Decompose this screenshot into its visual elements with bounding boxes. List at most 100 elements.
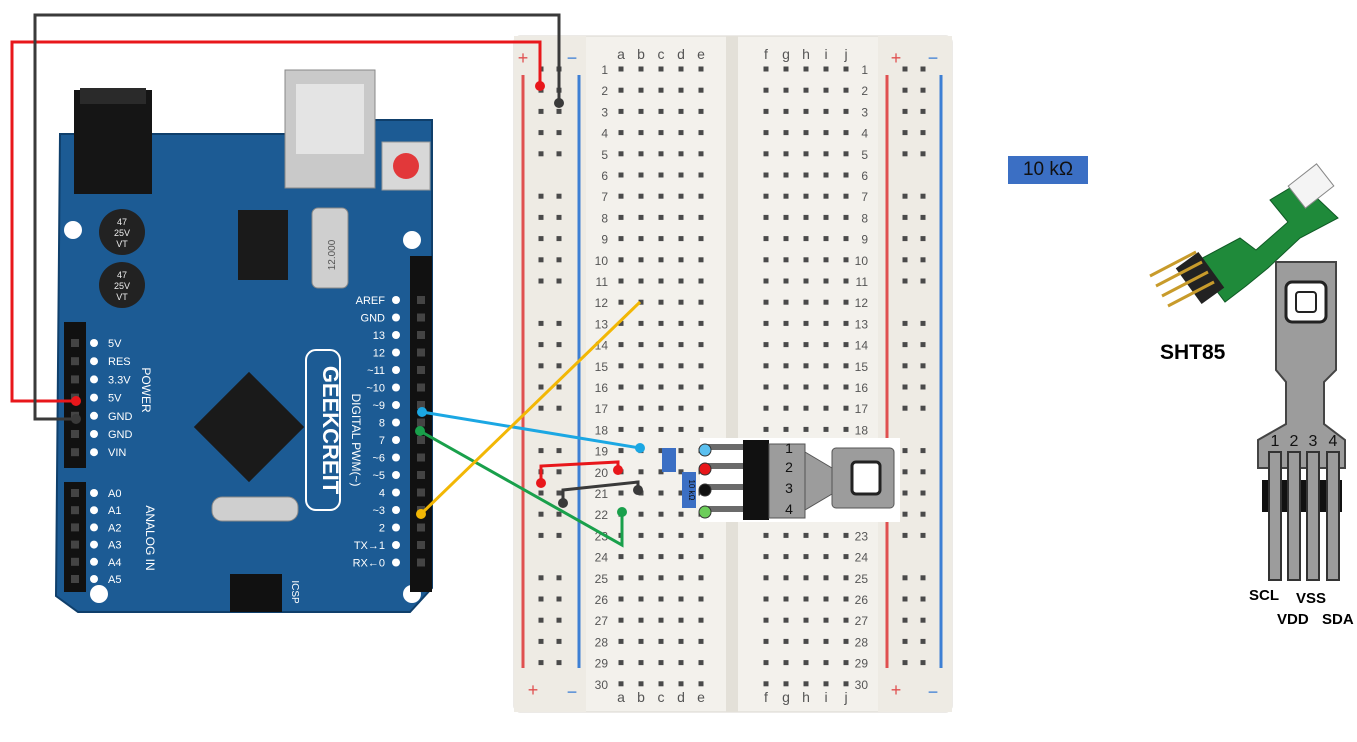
- hole: [823, 426, 829, 432]
- digital-pin-hole: [417, 296, 425, 304]
- row-number-right: 18: [855, 423, 869, 437]
- row-number-left: 27: [595, 614, 609, 628]
- hole: [763, 299, 769, 305]
- row-number-left: 15: [595, 360, 609, 374]
- hole: [638, 363, 644, 369]
- row-number-right: 3: [861, 105, 868, 119]
- hole: [698, 405, 704, 411]
- wire-black-jumper-end-b: [633, 485, 643, 495]
- wire-red-jumper-end-a: [536, 478, 546, 488]
- power-pin-pad: [90, 357, 98, 366]
- digital-pin-hole: [417, 558, 425, 567]
- analog-pin-pad: [90, 540, 98, 549]
- pin-name-scl: SCL: [1249, 587, 1279, 604]
- digital-pin-pad: [392, 506, 400, 514]
- analog-pin-label: A5: [108, 574, 121, 586]
- hole: [783, 554, 789, 560]
- hole: [678, 299, 684, 305]
- rail-hole: [920, 638, 926, 644]
- hole: [678, 405, 684, 411]
- rail-hole: [538, 384, 544, 390]
- hole: [763, 532, 769, 538]
- board-brand: GEEKCREIT: [318, 366, 343, 495]
- digital-pin-label: 13: [373, 330, 385, 342]
- row-number-left: 16: [595, 381, 609, 395]
- resistor-label: 10 kΩ: [1008, 156, 1088, 184]
- row-number-left: 19: [595, 445, 609, 459]
- hole: [783, 532, 789, 538]
- rail-hole: [902, 532, 908, 538]
- rail-hole: [556, 469, 562, 475]
- hole: [678, 236, 684, 242]
- hole: [658, 236, 664, 242]
- row-number-right: 14: [855, 339, 869, 353]
- pinout-leg: [1306, 451, 1320, 581]
- hole: [803, 193, 809, 199]
- hole: [698, 575, 704, 581]
- digital-pin-pad: [392, 296, 400, 304]
- hole: [843, 130, 849, 136]
- hole: [698, 87, 704, 93]
- hole: [823, 575, 829, 581]
- crystal-oscillator: [311, 207, 349, 289]
- digital-pin-label: GND: [361, 313, 386, 325]
- pin-dot-black: [698, 483, 712, 497]
- wire-red-jumper-end-b: [613, 465, 623, 475]
- rail-hole: [902, 320, 908, 326]
- hole: [678, 108, 684, 114]
- row-number-right: 9: [861, 233, 868, 247]
- digital-pin-hole: [417, 471, 425, 479]
- rail-hole: [556, 638, 562, 644]
- row-number-left: 17: [595, 402, 609, 416]
- capacitor-1: 47 25V VT: [99, 209, 145, 255]
- row-number-left: 28: [595, 635, 609, 649]
- hole: [618, 108, 624, 114]
- hole: [638, 384, 644, 390]
- wire-yellow-end: [416, 509, 426, 519]
- rail-hole: [556, 596, 562, 602]
- row-number-left: 24: [595, 551, 609, 565]
- rail-hole: [920, 405, 926, 411]
- digital-pin-pad: [392, 453, 400, 462]
- row-number-left: 21: [595, 487, 609, 501]
- pinout-pin-number: 3: [1309, 433, 1318, 450]
- hole: [843, 257, 849, 263]
- svg-text:VT: VT: [116, 239, 128, 249]
- row-number-right: 2: [861, 84, 868, 98]
- pin-name-vdd: VDD: [1277, 611, 1309, 628]
- rail-hole: [556, 130, 562, 136]
- hole: [658, 660, 664, 666]
- hole: [843, 172, 849, 178]
- rail-hole: [902, 511, 908, 517]
- hole: [638, 172, 644, 178]
- hole: [658, 66, 664, 72]
- row-number-right: 11: [856, 275, 869, 289]
- svg-text:47: 47: [117, 217, 127, 227]
- hole: [698, 130, 704, 136]
- hole: [658, 299, 664, 305]
- digital-pin-label: TX→1: [354, 540, 385, 552]
- hole: [823, 681, 829, 687]
- hole: [638, 87, 644, 93]
- pinout-leg: [1287, 451, 1301, 581]
- hole: [678, 532, 684, 538]
- crystal-2: [211, 496, 299, 522]
- rail-hole: [556, 532, 562, 538]
- column-label-top: g: [782, 46, 790, 62]
- hole: [698, 426, 704, 432]
- wire-black-gnd: [33, 13, 561, 421]
- rail-hole: [556, 405, 562, 411]
- left-rail-plus-bottom: +: [528, 680, 539, 700]
- hole: [618, 363, 624, 369]
- hole: [638, 193, 644, 199]
- wire-black-gnd-end-a: [71, 414, 81, 424]
- pinout-leg: [1268, 451, 1282, 581]
- rail-hole: [902, 151, 908, 157]
- hole: [783, 278, 789, 284]
- rail-hole: [556, 236, 562, 242]
- hole: [843, 384, 849, 390]
- hole: [823, 596, 829, 602]
- wire-red-5v-end-b: [535, 81, 545, 91]
- digital-pin-label: ~9: [372, 400, 385, 412]
